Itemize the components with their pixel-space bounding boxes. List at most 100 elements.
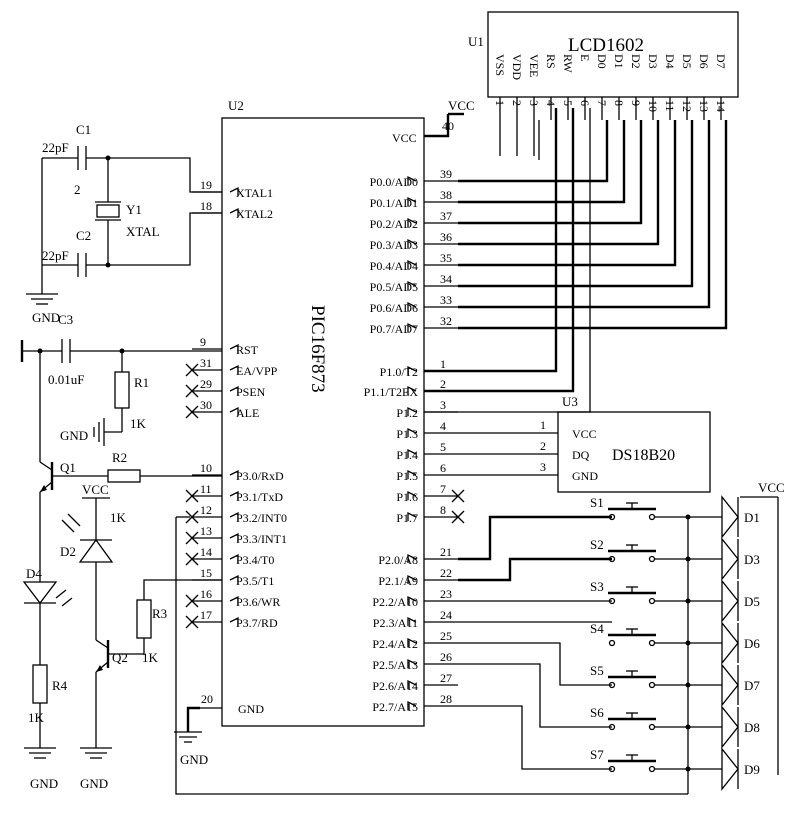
switch-row-wire [458,663,612,728]
diode-ref: D3 [744,552,760,567]
mcu-right-pin-number: 24 [440,608,452,622]
switch-row-wire [458,515,612,561]
switch-ref: S7 [590,747,604,762]
d2-vcc-label: VCC [82,482,109,497]
mcu-left-pin-number: 14 [200,545,212,559]
mcu-left-pin-number: 17 [200,608,212,622]
diode-body [721,621,739,665]
pin-arrow [407,553,417,563]
pin-arrow [407,259,417,269]
c2-ref: C2 [76,228,91,243]
pin-arrow [229,469,239,479]
d4-ref: D4 [26,566,42,581]
mcu-right-pin-name: P2.2/A10 [372,595,418,609]
diode-body [721,495,739,539]
mcu-gnd-symbol: GND [174,731,208,767]
switch-contact [648,555,656,563]
crystal-ref: Y1 [126,202,142,217]
mcu-right-pin-number: 34 [440,272,452,286]
pin-arrow [229,406,239,416]
pin-arrow [407,595,417,605]
switch-contact [648,597,656,605]
lcd-pin-name: RS [544,54,558,69]
q1-led-driver: Q1 R2 1K D4 R4 1K GND [22,351,222,791]
mcu-left-pin-name: P3.6/WR [236,595,280,609]
q2-gnd-label: GND [80,776,108,791]
ds18b20-name: DS18B20 [612,447,675,464]
mcu-left-pin-name: EA/VPP [236,364,278,378]
c2-value: 22pF [42,248,69,263]
switch-ref: S6 [590,705,604,720]
mcu-right-pin-name: P2.0/A8 [378,553,418,567]
lcd-pin-name: E [578,54,592,61]
mcu-left-pin-name: ALE [236,406,259,420]
d4-led [22,581,58,605]
no-connect-mark [185,405,199,419]
pin-arrow [229,574,239,584]
pin-arrow [407,490,417,500]
lcd-data-wire [458,120,643,225]
sensor-pin-number: 1 [540,418,546,432]
mcu-part-name: PIC16F873 [307,305,328,393]
crystal-gnd-label: GND [32,310,60,325]
mcu-gnd-pin-label: GND [238,702,264,716]
mcu-left-pin-number: 31 [200,356,212,370]
pin-arrow [229,616,239,626]
switch-contact [648,513,656,521]
pin-arrow [229,343,239,353]
diode-body [721,537,739,581]
r1-ref: R1 [134,375,149,390]
no-connect-mark [185,531,199,545]
lcd-pin-name: D7 [714,54,728,69]
mcu-left-pin-name: P3.0/RxD [236,469,284,483]
mcu-right-pin-name: P2.7/A15 [372,700,418,714]
lcd-pin-name: D0 [595,54,609,69]
lcd-pin-name: D4 [663,54,677,69]
mcu-right-pin-number: 33 [440,293,452,307]
mcu-right-pin-number: 5 [440,440,446,454]
q2-ref: Q2 [112,650,128,665]
mcu-left-pin-number: 15 [200,566,212,580]
no-connect-mark [185,615,199,629]
lcd-pin-name: D3 [646,54,660,69]
mcu-right-pin-number: 23 [440,587,452,601]
lcd-pin-name: VEE [527,54,541,77]
no-connect-mark [451,510,465,524]
pin-arrow [229,490,239,500]
sensor-pin-name: GND [572,469,598,483]
switch-contact [608,639,616,647]
lcd-pin-name: RW [561,54,575,73]
pin-arrow [229,385,239,395]
mcu-right-pin-name: P2.5/A13 [372,658,418,672]
pin-arrow [407,469,417,479]
mcu-left-pin-name: P3.1/TxD [236,490,283,504]
mcu-right-pin-name: P1.0/T2 [380,365,418,379]
mcu-right-pin-name: P1.2 [396,406,418,420]
no-connect-mark [185,384,199,398]
mcu-vcc-rail: VCC 40 [424,98,475,138]
mcu-left-pin-name: RST [236,343,259,357]
mcu-right-pin-number: 32 [440,314,452,328]
mcu-vcc-pin-number: 40 [442,119,454,133]
lcd-pins: VSS1VDD2VEE3RS4RW5E6D07D18D29D310D411D51… [493,54,728,160]
crystal-circuit: C1 22pF 2 Y1 XTAL C2 22pF GND [26,122,222,325]
pin-arrow [407,301,417,311]
lcd-title: LCD1602 [568,35,644,56]
pin-arrow [229,595,239,605]
lcd-pin-name: D1 [612,54,626,69]
lcd-pin-name: VSS [493,54,507,76]
sensor-pin-number: 3 [540,460,546,474]
switch-row-wire [458,557,612,582]
mcu-left-pin-name: XTAL2 [236,207,273,221]
crystal-y1 [96,204,120,218]
d2-ref: D2 [60,544,76,559]
no-connect-mark [185,363,199,377]
switch-contact [648,639,656,647]
diode-body [721,705,739,749]
mcu-right-pin-name: P2.1/A9 [378,574,418,588]
mcu-left-pin-number: 12 [200,503,212,517]
no-connect-mark [185,489,199,503]
mcu-left-pin-name: XTAL1 [236,186,273,200]
